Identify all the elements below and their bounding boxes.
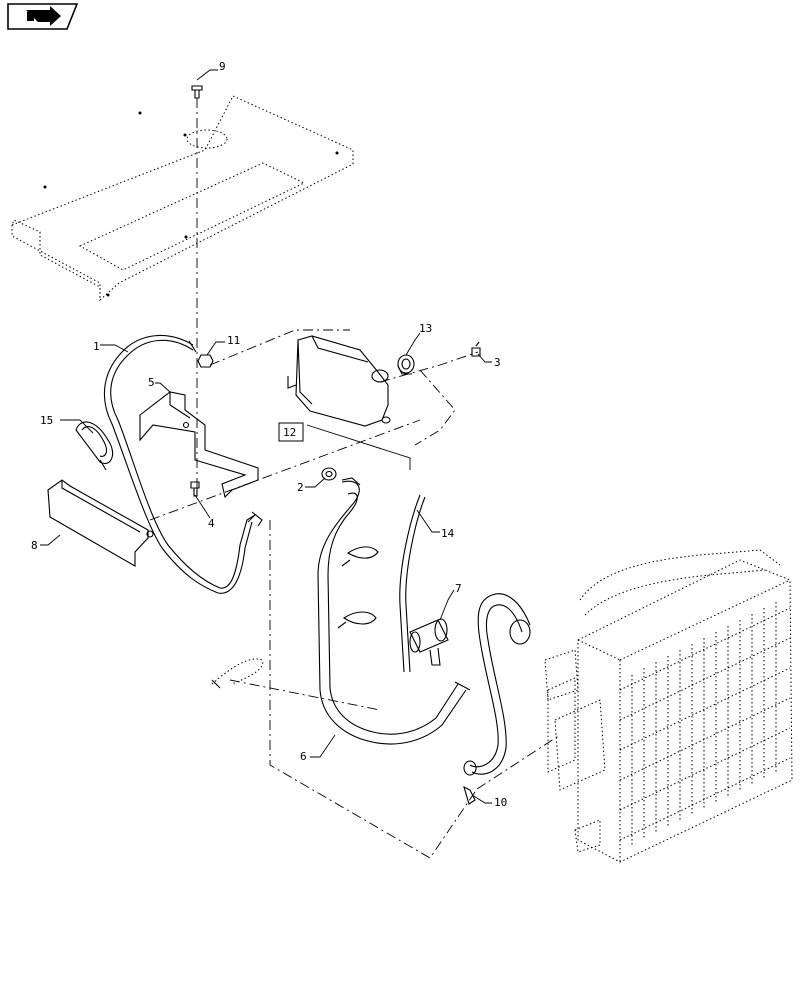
callout-labels: 9 11 1 5 15 4 8 2 13 3 14 7 6 10 12 bbox=[31, 60, 507, 809]
callout-8: 8 bbox=[31, 539, 38, 552]
nav-back-button[interactable] bbox=[6, 3, 79, 30]
radiator-hose bbox=[463, 593, 531, 776]
fitting-part-10 bbox=[463, 785, 476, 805]
callout-5: 5 bbox=[148, 376, 155, 389]
callout-3: 3 bbox=[494, 356, 501, 369]
bolt-part-3 bbox=[471, 341, 481, 357]
callout-4: 4 bbox=[208, 517, 215, 530]
radiator-assembly bbox=[544, 549, 793, 863]
callout-11: 11 bbox=[227, 334, 240, 347]
callout-15: 15 bbox=[40, 414, 53, 427]
callout-6: 6 bbox=[300, 750, 307, 763]
hose-clamp-chain bbox=[211, 658, 264, 689]
clamp-part-2 bbox=[321, 467, 337, 481]
callout-2: 2 bbox=[297, 481, 304, 494]
callout-7: 7 bbox=[455, 582, 462, 595]
tube-part-14 bbox=[399, 494, 426, 673]
nut-part-11 bbox=[197, 354, 214, 368]
callout-12: 12 bbox=[283, 426, 296, 439]
callout-12-box bbox=[278, 422, 304, 442]
cover-plate bbox=[11, 95, 354, 302]
hose-clamps bbox=[337, 546, 379, 629]
callout-10: 10 bbox=[494, 796, 507, 809]
tube-part-1 bbox=[103, 334, 263, 594]
hose-part-6 bbox=[317, 477, 471, 745]
callout-9: 9 bbox=[219, 60, 226, 73]
screw-part-9 bbox=[191, 85, 203, 99]
tee-fitting-part-7 bbox=[409, 618, 449, 666]
clamp-part-15 bbox=[75, 421, 114, 471]
arrow-back-icon bbox=[7, 3, 79, 30]
callout-leaders bbox=[40, 69, 492, 804]
bolt-part-4 bbox=[190, 481, 200, 497]
shield-part-8 bbox=[47, 479, 154, 567]
callout-14: 14 bbox=[441, 527, 455, 540]
bracket-part-5 bbox=[139, 391, 259, 499]
reservoir-tank-part-12 bbox=[287, 335, 411, 470]
callout-1: 1 bbox=[93, 340, 100, 353]
cap-part-13 bbox=[397, 354, 415, 375]
center-lines bbox=[149, 98, 561, 859]
callout-13: 13 bbox=[419, 322, 432, 335]
